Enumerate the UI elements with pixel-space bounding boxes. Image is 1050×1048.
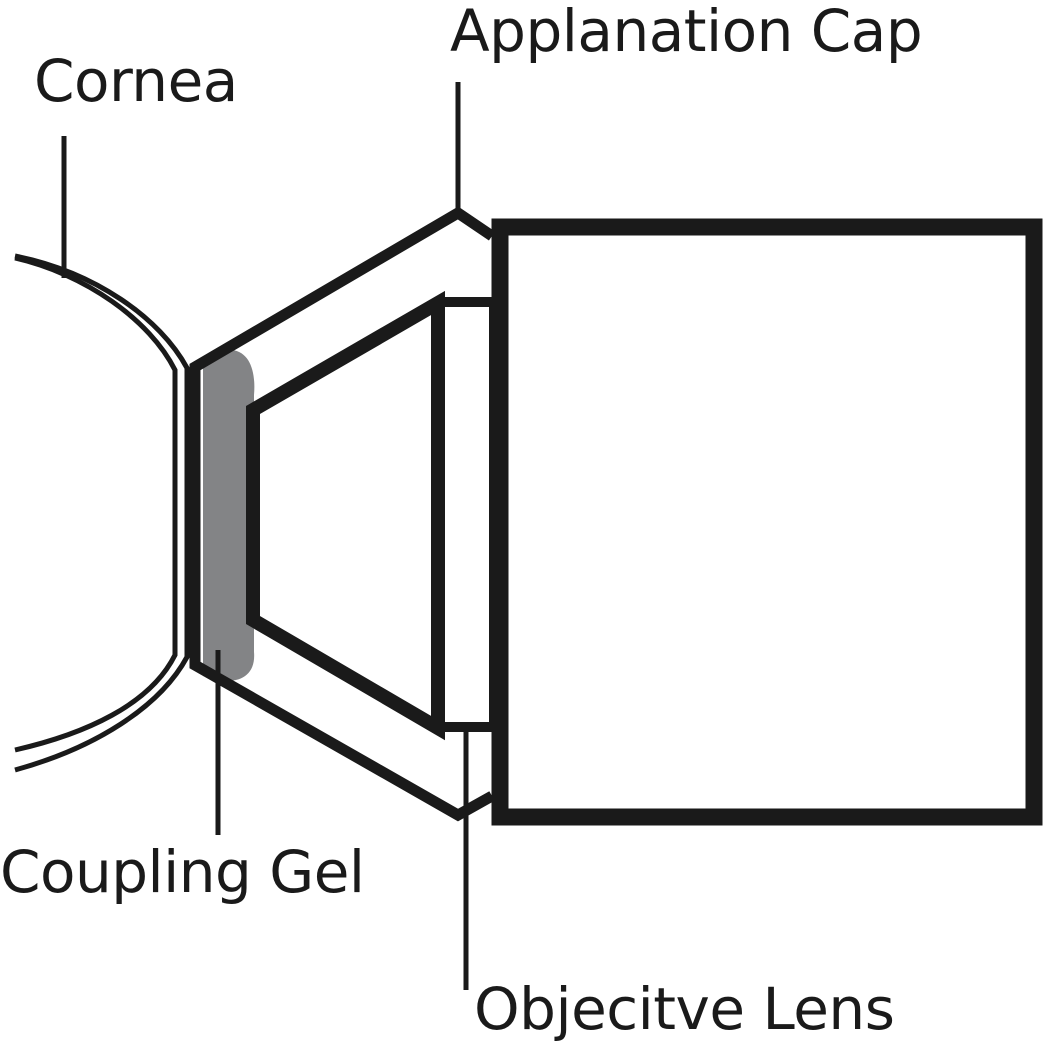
leader-lines	[61, 82, 469, 990]
cornea-shape	[14, 253, 190, 773]
objective-lens-window	[438, 297, 499, 732]
cornea-inner-arc	[14, 255, 178, 753]
objective-lens-cone	[246, 290, 445, 741]
cornea-label: Cornea	[34, 47, 238, 115]
coupling-gel-label: Coupling Gel	[0, 838, 365, 906]
cornea-outer-arc	[14, 253, 190, 773]
coupling-gel	[203, 350, 255, 681]
applanation-cap-label: Applanation Cap	[450, 0, 923, 65]
objective-lens-label: Objecitve Lens	[474, 975, 895, 1043]
instrument-body	[491, 218, 1043, 826]
